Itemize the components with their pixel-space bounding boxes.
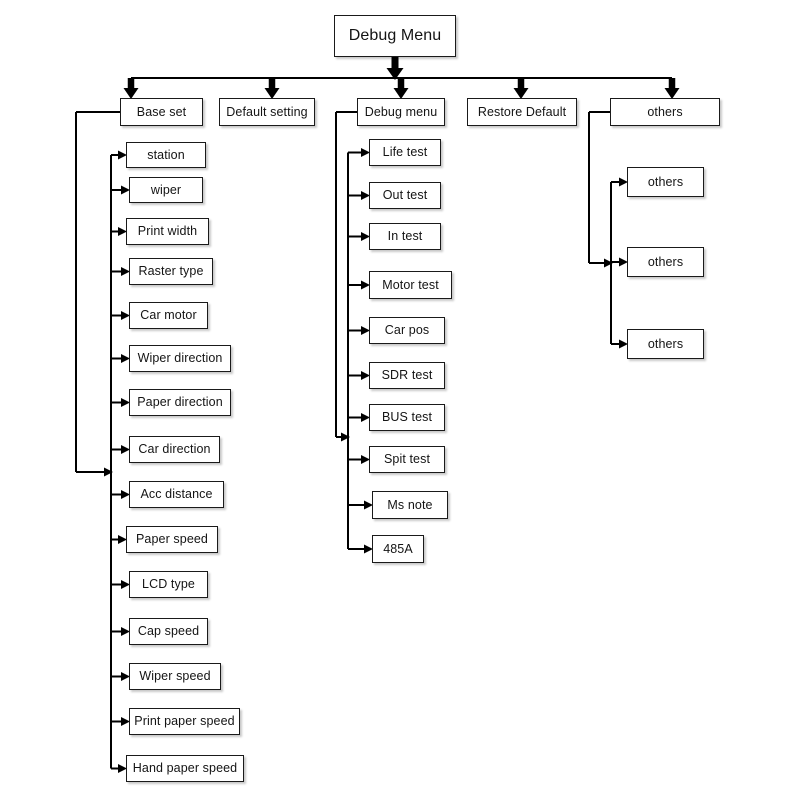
bus-drop-arrow-4-shaft (668, 78, 676, 88)
node-label: Base set (136, 104, 187, 119)
node-label: Restore Default (477, 104, 567, 119)
node-level2-base-set-0[interactable]: Base set (120, 98, 203, 126)
node-debug-menu-child-life-test-0[interactable]: Life test (369, 139, 441, 166)
node-label: Cap speed (137, 624, 200, 639)
root-to-bus-arrow-shaft (391, 57, 399, 68)
node-label: In test (387, 229, 423, 244)
node-label: others (647, 174, 684, 189)
node-debug-menu-child-sdr-test-5[interactable]: SDR test (369, 362, 445, 389)
node-label: Spit test (383, 452, 431, 467)
node-root-debug-menu[interactable]: Debug Menu (334, 15, 456, 57)
node-level2-restore-default-3[interactable]: Restore Default (467, 98, 577, 126)
node-label: station (147, 147, 185, 162)
node-label: Paper speed (136, 532, 208, 547)
node-base-set-child-lcd-type-10[interactable]: LCD type (129, 571, 208, 598)
node-label: Acc distance (140, 487, 213, 502)
node-others-child-others-2[interactable]: others (627, 329, 704, 359)
node-base-set-child-hand-paper-speed-14[interactable]: Hand paper speed (126, 755, 244, 782)
node-base-set-child-station-0[interactable]: station (126, 142, 206, 168)
node-label: Print paper speed (134, 714, 235, 729)
node-base-set-child-wiper-direction-5[interactable]: Wiper direction (129, 345, 231, 372)
node-base-set-child-raster-type-3[interactable]: Raster type (129, 258, 213, 285)
parent-join-arrow-base-set (104, 467, 113, 477)
node-label: Debug Menu (348, 27, 442, 44)
node-label: Car motor (140, 308, 197, 323)
node-base-set-child-print-width-2[interactable]: Print width (126, 218, 209, 245)
node-debug-menu-child-car-pos-4[interactable]: Car pos (369, 317, 445, 344)
node-label: wiper (150, 182, 182, 197)
node-label: others (647, 336, 684, 351)
node-level2-others-4[interactable]: others (610, 98, 720, 126)
bus-drop-arrow-2-shaft (397, 78, 405, 88)
node-label: Car pos (384, 323, 430, 338)
node-debug-menu-child-ms-note-8[interactable]: Ms note (372, 491, 448, 519)
node-debug-menu-child-in-test-2[interactable]: In test (369, 223, 441, 250)
node-label: 485A (383, 541, 413, 556)
node-label: Wiper direction (137, 351, 223, 366)
parent-join-arrow-others (604, 258, 613, 268)
node-debug-menu-child-motor-test-3[interactable]: Motor test (369, 271, 452, 299)
root-to-bus-arrow-head (386, 68, 404, 80)
node-label: Out test (382, 188, 428, 203)
node-base-set-child-paper-direction-6[interactable]: Paper direction (129, 389, 231, 416)
node-label: SDR test (381, 368, 433, 383)
node-base-set-child-paper-speed-9[interactable]: Paper speed (126, 526, 218, 553)
node-label: Print width (137, 224, 198, 239)
node-label: Hand paper speed (132, 761, 238, 776)
node-base-set-child-cap-speed-11[interactable]: Cap speed (129, 618, 208, 645)
node-debug-menu-child-out-test-1[interactable]: Out test (369, 182, 441, 209)
node-label: others (647, 104, 683, 119)
node-label: Ms note (387, 497, 433, 512)
node-label: Motor test (382, 277, 439, 292)
node-level2-default-setting-1[interactable]: Default setting (219, 98, 315, 126)
node-debug-menu-child-spit-test-7[interactable]: Spit test (369, 446, 445, 473)
node-others-child-others-0[interactable]: others (627, 167, 704, 197)
node-label: Wiper speed (139, 669, 211, 684)
node-label: Life test (382, 145, 428, 160)
node-level2-debug-menu-2[interactable]: Debug menu (357, 98, 445, 126)
node-base-set-child-wiper-speed-12[interactable]: Wiper speed (129, 663, 221, 690)
node-others-child-others-1[interactable]: others (627, 247, 704, 277)
node-label: Car direction (138, 442, 211, 457)
node-label: Raster type (138, 264, 204, 279)
bus-drop-arrow-1-shaft (268, 78, 276, 88)
node-label: BUS test (381, 410, 433, 425)
bus-drop-arrow-3-shaft (517, 78, 525, 88)
node-label: LCD type (142, 577, 195, 592)
node-label: others (647, 254, 684, 269)
node-base-set-child-acc-distance-8[interactable]: Acc distance (129, 481, 224, 508)
node-debug-menu-child-485a-9[interactable]: 485A (372, 535, 424, 563)
bus-drop-arrow-0-shaft (127, 78, 135, 88)
node-base-set-child-car-motor-4[interactable]: Car motor (129, 302, 208, 329)
parent-join-arrow-debug-menu (341, 432, 350, 442)
node-base-set-child-wiper-1[interactable]: wiper (129, 177, 203, 203)
node-debug-menu-child-bus-test-6[interactable]: BUS test (369, 404, 445, 431)
node-label: Default setting (226, 104, 308, 119)
node-label: Debug menu (364, 104, 438, 119)
node-label: Paper direction (137, 395, 223, 410)
node-base-set-child-print-paper-speed-13[interactable]: Print paper speed (129, 708, 240, 735)
node-base-set-child-car-direction-7[interactable]: Car direction (129, 436, 220, 463)
